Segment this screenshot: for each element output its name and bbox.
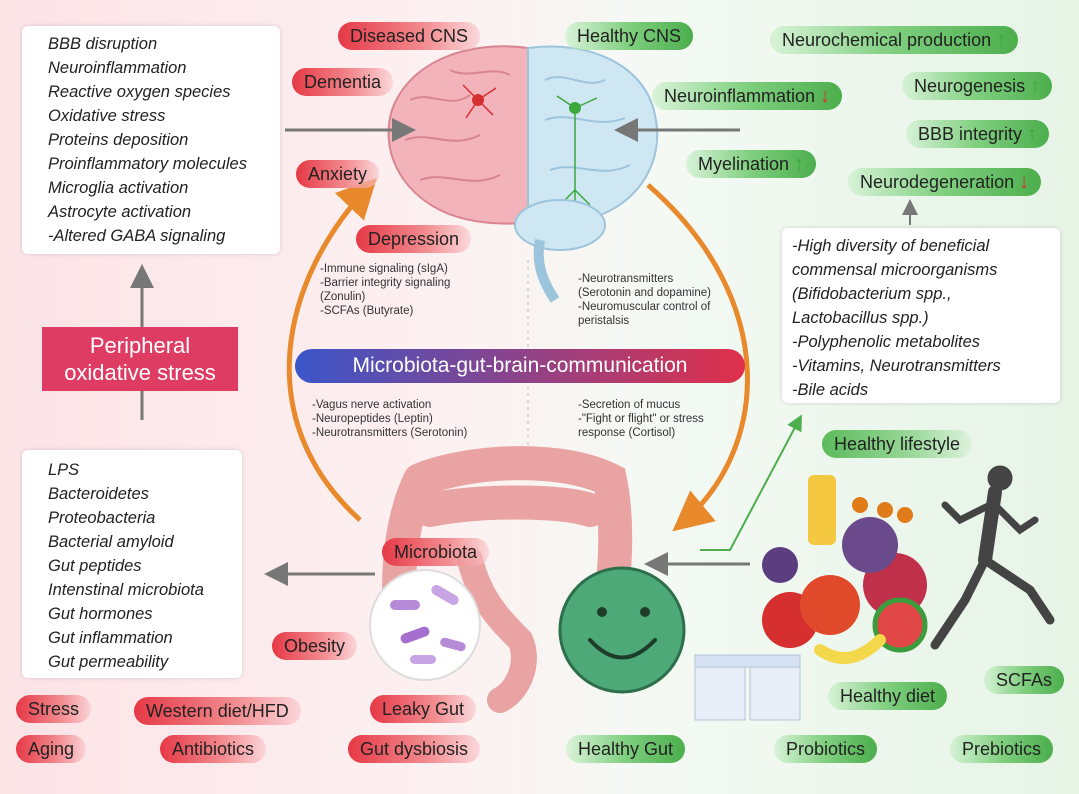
list-item: -Bile acids [792,381,869,399]
gut-dysbiosis-label: Gut dysbiosis [348,735,481,763]
anxiety-label: Anxiety [296,160,380,188]
center-banner [295,349,745,383]
mechanism-line: -SCFAs (Butyrate) [320,305,414,317]
scfas-label: SCFAs [984,666,1065,694]
mechanism-line: peristalsis [578,315,630,327]
up-arrow-icon: ↑ [1030,75,1041,97]
list-item: Microglia activation [48,179,189,197]
list-item: Astrocyte activation [48,203,192,221]
up-arrow-icon: ↑ [996,29,1007,51]
right-box: -High diversity of beneficial commensal m… [782,228,1060,403]
mechanism-line: -"Fight or flight" or stress [578,413,704,425]
bbb-integrity-text: BBB integrity [918,124,1023,144]
mechanism-line: (Zonulin) [320,291,366,303]
list-item: Bacterial amyloid [48,533,174,551]
neurochemical-text: Neurochemical production [782,30,992,50]
list-item: (Bifidobacterium spp., [792,285,952,303]
mechanism-line: -Neurotransmitters [578,273,674,285]
right-box-list: -High diversity of beneficial commensal m… [782,228,1060,402]
neurogenesis-text: Neurogenesis [914,76,1026,96]
list-item: Neuroinflammation [48,59,187,77]
list-item: -Altered GABA signaling [48,227,226,245]
down-arrow-icon: ↓ [820,85,831,107]
list-item: Oxidative stress [48,107,166,125]
center-title: Microbiota-gut-brain-communication [352,354,688,377]
list-item: -Vitamins, Neurotransmitters [792,357,1001,375]
list-item: Gut permeability [48,653,169,671]
smiley-icon [558,566,686,694]
mechanism-line: -Vagus nerve activation [312,399,432,411]
list-item: Gut hormones [48,605,153,623]
neurodegeneration-label: Neurodegeneration ↓ [848,168,1042,196]
microbiota-label: Microbiota [382,538,490,566]
list-item: Reactive oxygen species [48,83,231,101]
list-item: Proteobacteria [48,509,156,527]
mechanism-line: -Neurotransmitters (Serotonin) [312,427,468,439]
healthy-brain-icon [527,45,659,225]
peripheral-line2: oxidative stress [64,360,216,385]
list-item: Bacteroidetes [48,485,149,503]
mechanism-line: -Immune signaling (sIgA) [320,263,448,275]
mechanisms-bottom-left: -Vagus nerve activation -Neuropeptides (L… [312,398,467,440]
healthy-diet-label: Healthy diet [828,682,948,710]
aging-label: Aging [16,735,87,763]
prebiotics-label: Prebiotics [950,735,1054,763]
antibiotics-label: Antibiotics [160,735,267,763]
down-arrow-icon: ↓ [1019,171,1030,193]
yogurt-icon [694,654,801,721]
obesity-label: Obesity [272,632,358,660]
neurogenesis-label: Neurogenesis ↑ [902,72,1053,100]
mechanism-line: response (Cortisol) [578,427,676,439]
leaky-gut-label: Leaky Gut [370,695,477,723]
healthy-cns-label: Healthy CNS [565,22,694,50]
neuroinflammation-label: Neuroinflammation ↓ [652,82,843,110]
neurodegeneration-text: Neurodegeneration [860,172,1015,192]
healthy-gut-label: Healthy Gut [566,735,686,763]
up-arrow-icon: ↑ [794,153,805,175]
list-item: -High diversity of beneficial [792,237,990,255]
stress-label: Stress [16,695,92,723]
list-item: Proteins deposition [48,131,189,149]
neurochemical-label: Neurochemical production ↑ [770,26,1019,54]
peripheral-oxidative-stress-box: Peripheral oxidative stress [42,327,238,391]
neuroinflammation-text: Neuroinflammation [664,86,816,106]
list-item: Intenstinal microbiota [48,581,204,599]
mechanism-line: -Barrier integrity signaling [320,277,451,289]
list-item: Gut inflammation [48,629,173,647]
bbb-integrity-label: BBB integrity ↑ [906,120,1050,148]
mechanisms-top-right: -Neurotransmitters (Serotonin and dopamin… [578,272,711,328]
mechanisms-bottom-right: -Secretion of mucus -"Fight or flight" or… [578,398,704,440]
dementia-label: Dementia [292,68,394,96]
list-item: Lactobacillus spp.) [792,309,929,327]
runner-icon [930,465,1055,650]
list-item: LPS [48,461,80,479]
mechanism-line: -Secretion of mucus [578,399,681,411]
western-diet-label: Western diet/HFD [134,697,301,725]
list-item: commensal microorganisms [792,261,998,279]
list-item: Proinflammatory molecules [48,155,247,173]
depression-label: Depression [356,225,472,253]
probiotics-label: Probiotics [774,735,878,763]
list-item: BBB disruption [48,35,158,53]
peripheral-line1: Peripheral [89,333,191,358]
list-item: -Polyphenolic metabolites [792,333,981,351]
up-arrow-icon: ↑ [1027,123,1038,145]
mechanisms-top-left: -Immune signaling (sIgA) -Barrier integri… [320,262,450,318]
fruits-icon [762,475,928,664]
mechanism-line: -Neuromuscular control of [578,301,711,313]
mechanism-line: -Neuropeptides (Leptin) [312,413,433,425]
myelination-label: Myelination ↑ [686,150,817,178]
myelination-text: Myelination [698,154,790,174]
healthy-lifestyle-label: Healthy lifestyle [822,430,973,458]
diseased-cns-label: Diseased CNS [338,22,481,50]
list-item: Gut peptides [48,557,142,575]
mechanism-line: (Serotonin and dopamine) [578,287,711,299]
